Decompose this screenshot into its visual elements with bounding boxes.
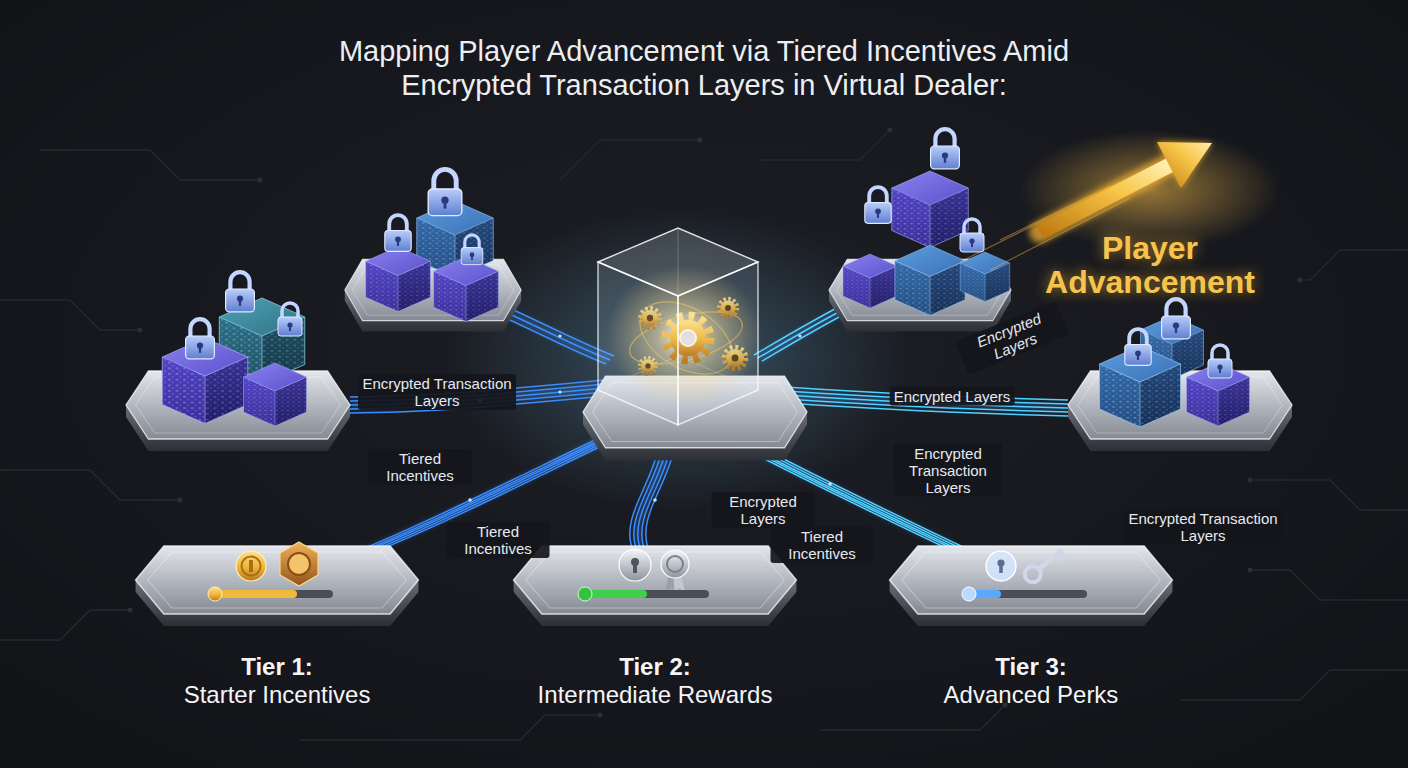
encrypted-cube — [960, 252, 1010, 302]
tier-caption: Intermediate Rewards — [538, 681, 773, 709]
tier-caption: Starter Incentives — [184, 681, 371, 709]
flow-label: Tiered Incentives — [369, 449, 472, 485]
flow-label: Encrypted Transaction Layers — [894, 444, 1002, 497]
tier-platform: Tier 2:Intermediate Rewards — [505, 535, 805, 709]
tier-platform: Tier 1:Starter Incentives — [127, 535, 427, 709]
core-halo — [450, 210, 910, 510]
circuit-traces — [0, 130, 1408, 740]
flow-label: Encrypted Transaction Layers — [1124, 509, 1282, 545]
encrypted-cube — [366, 247, 431, 312]
lock-icon — [931, 129, 960, 169]
lock-icon — [461, 235, 483, 265]
flow-label: Tiered Incentives — [447, 522, 550, 558]
flow-label: Encrypted Layers — [955, 301, 1069, 375]
lock-icon — [278, 303, 302, 336]
lock-icon — [385, 215, 411, 251]
tier-heading: Tier 1: — [241, 653, 313, 681]
encrypted-cube — [895, 245, 965, 315]
lock-icon — [960, 219, 984, 252]
flow-label: Tiered Incentives — [771, 527, 874, 563]
tier-caption: Advanced Perks — [944, 681, 1119, 709]
lock-icon — [428, 169, 462, 215]
advancement-callout: Player Advancement — [1021, 230, 1279, 300]
flow-label: Encrypted Layers — [712, 492, 815, 528]
reward-icons — [208, 542, 333, 601]
glass-core-cube — [598, 228, 762, 425]
tier-heading: Tier 2: — [619, 653, 691, 681]
encrypted-cube — [434, 257, 499, 322]
reward-icons — [962, 544, 1087, 601]
lock-icon — [1162, 299, 1191, 339]
platform-slab — [890, 546, 1173, 626]
platform-slab — [514, 546, 797, 626]
platform-slab — [136, 546, 419, 626]
platform-shape — [127, 535, 427, 635]
reward-icons — [578, 549, 709, 601]
diagram-title: Mapping Player Advancement via Tiered In… — [284, 34, 1124, 102]
tier-platform: Tier 3:Advanced Perks — [881, 535, 1181, 709]
tier-heading: Tier 3: — [995, 653, 1067, 681]
lock-icon — [1208, 345, 1232, 378]
flow-label: Encrypted Layers — [890, 387, 1015, 406]
lock-icon — [226, 272, 255, 312]
platform-shape — [505, 535, 805, 635]
encrypted-cube — [843, 254, 897, 308]
lock-icon — [186, 319, 215, 359]
flow-label: Encrypted Transaction Layers — [358, 374, 516, 410]
encrypted-cube — [892, 171, 969, 248]
lock-icon — [1125, 329, 1151, 365]
lock-icon — [865, 187, 891, 223]
platform-shape — [881, 535, 1181, 635]
encrypted-cube — [244, 363, 307, 426]
